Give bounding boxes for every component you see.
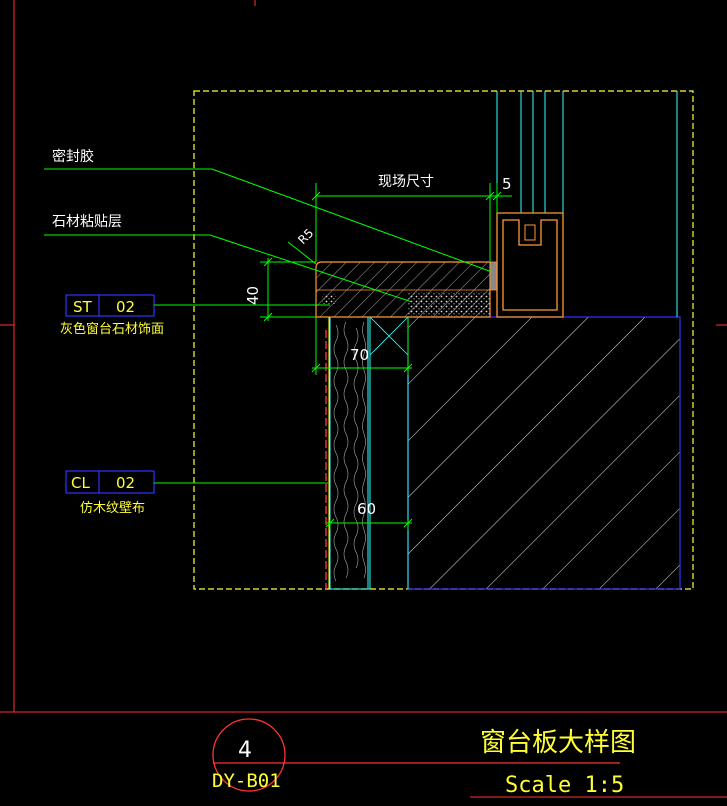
drawing-title: 窗台板大样图 xyxy=(480,728,636,758)
callout-stone-adhesive: 石材粘贴层 xyxy=(52,214,122,230)
radius-callout xyxy=(287,241,317,265)
tag-stone-code: ST xyxy=(73,298,93,316)
tag-cloth-code: CL xyxy=(71,474,90,492)
dimension-70 xyxy=(311,317,413,375)
tag-cloth-num: 02 xyxy=(116,474,135,492)
callout-sealant: 密封胶 xyxy=(52,148,94,165)
tag-cloth-desc: 仿木纹壁布 xyxy=(80,501,145,516)
window-frame-profile xyxy=(496,91,678,318)
dimension-70-label: 70 xyxy=(350,346,369,364)
dimension-60-label: 60 xyxy=(357,500,376,518)
sheet-frame xyxy=(0,0,727,713)
leader-sealant xyxy=(44,168,493,273)
dimension-60 xyxy=(325,518,413,530)
dimension-thickness-label: 40 xyxy=(244,286,262,305)
dimension-site-size xyxy=(311,183,512,262)
dimension-site-size-label: 现场尺寸 xyxy=(378,174,434,190)
concrete-wall xyxy=(407,316,681,590)
stone-sill-slab xyxy=(315,261,498,318)
leader-stone-adhesive xyxy=(44,234,413,303)
title-block xyxy=(212,718,727,798)
tag-stone-num: 02 xyxy=(116,298,135,316)
tag-stone-finish xyxy=(65,294,330,317)
dimension-thickness xyxy=(260,257,316,322)
sheet-reference: DY-B01 xyxy=(212,770,281,792)
radius-label: R5 xyxy=(295,226,316,247)
dimension-gap-label: 5 xyxy=(502,175,512,193)
detail-number: 4 xyxy=(238,738,252,763)
tag-wall-cloth xyxy=(65,470,328,494)
tag-stone-desc: 灰色窗台石材饰面 xyxy=(60,321,164,337)
wall-backing-layer xyxy=(329,316,409,590)
drawing-scale: Scale 1:5 xyxy=(505,773,624,798)
wall-cloth-finish xyxy=(325,317,330,589)
